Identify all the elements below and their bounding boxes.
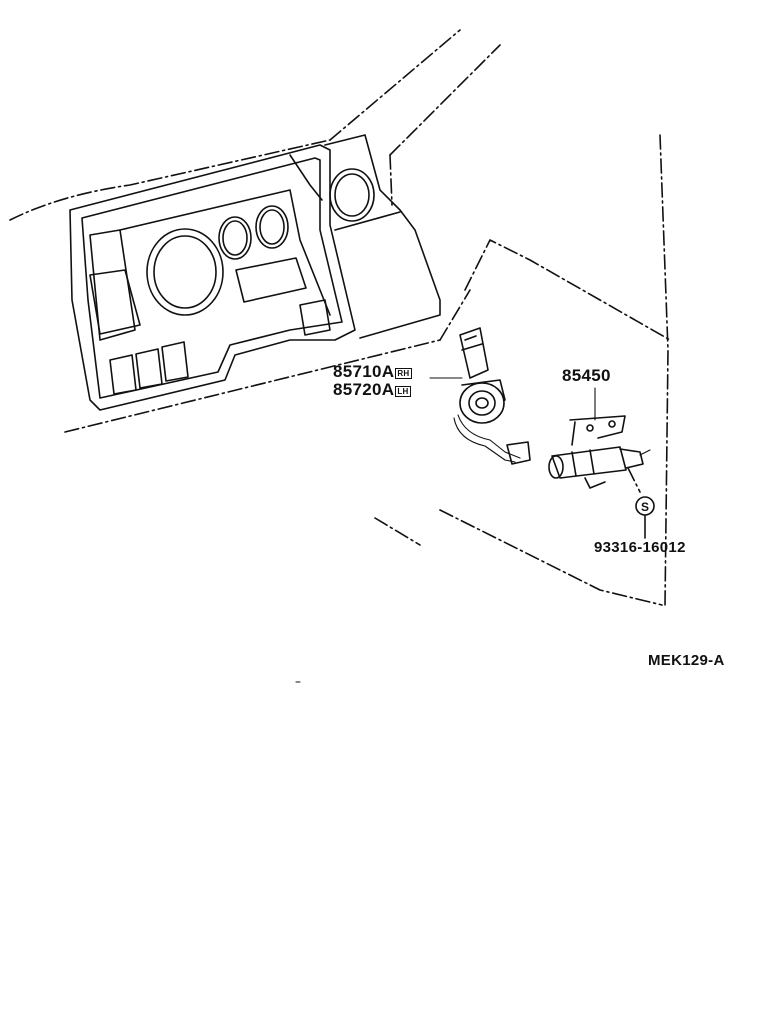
screw-symbol-letter: S <box>641 500 649 514</box>
side-badge-rh: RH <box>395 368 412 379</box>
dashboard-outline <box>9 29 671 606</box>
part-label-85450: 85450 <box>562 366 611 385</box>
part-label-93316-16012: 93316-16012 <box>594 539 686 556</box>
part-number: 85720A <box>333 380 395 399</box>
window-motor-assembly <box>453 327 531 465</box>
part-number: 85710A <box>333 362 395 381</box>
side-gauge-panel <box>324 134 441 339</box>
figure-code: MEK129-A <box>648 652 725 669</box>
leader-lines <box>429 377 596 421</box>
instrument-cluster <box>69 144 356 411</box>
screw-symbol: S <box>627 467 655 539</box>
switch-assembly <box>548 415 651 489</box>
side-badge-lh: LH <box>395 386 411 397</box>
